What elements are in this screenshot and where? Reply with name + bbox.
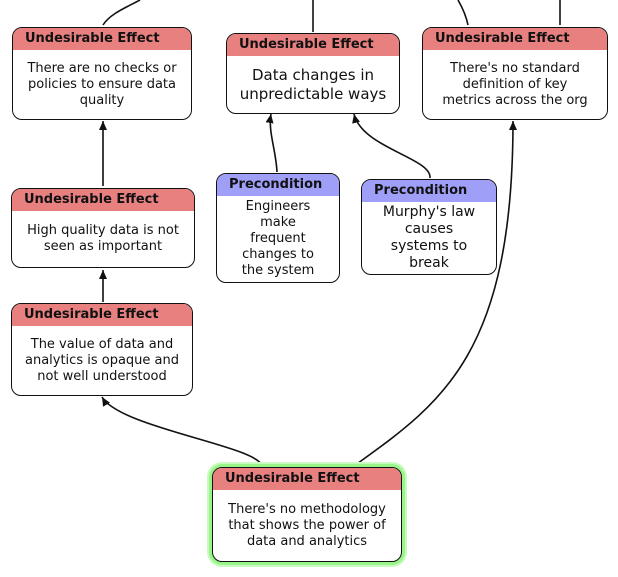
node-no-checks[interactable]: Undesirable Effect There are no checks o… — [12, 27, 192, 120]
node-text: There's no methodology that shows the po… — [228, 501, 386, 549]
node-type-label: Undesirable Effect — [227, 34, 399, 56]
node-type-label: Undesirable Effect — [213, 468, 401, 490]
node-text: Data changes in unpredictable ways — [239, 65, 387, 103]
node-engineers[interactable]: Precondition Engineers make frequent cha… — [216, 173, 340, 283]
edge-engineers-to-data-changes — [265, 113, 278, 173]
node-opaque-value[interactable]: Undesirable Effect The value of data and… — [11, 303, 193, 396]
node-text: There's no standard definition of key me… — [442, 60, 588, 108]
node-type-label: Precondition — [362, 180, 496, 202]
edge-methodology-to-opaque — [101, 396, 263, 467]
node-text: Engineers make frequent changes to the s… — [241, 199, 315, 278]
node-text: The value of data and analytics is opaqu… — [24, 336, 179, 384]
node-no-standard[interactable]: Undesirable Effect There's no standard d… — [422, 27, 608, 120]
node-data-changes[interactable]: Undesirable Effect Data changes in unpre… — [226, 33, 400, 114]
edge-murphy-to-data-changes — [352, 113, 431, 179]
node-type-label: Undesirable Effect — [13, 28, 191, 50]
edge-offscreen-to-no-standard-a — [457, 0, 469, 26]
node-quality-not-important[interactable]: Undesirable Effect High quality data is … — [11, 188, 195, 268]
node-text: There are no checks or policies to ensur… — [27, 60, 177, 108]
node-type-label: Undesirable Effect — [12, 304, 192, 326]
node-text: Murphy's law causes systems to break — [382, 204, 476, 271]
node-murphy[interactable]: Precondition Murphy's law causes systems… — [361, 179, 497, 275]
node-type-label: Precondition — [217, 174, 339, 196]
edge-methodology-to-no-standard — [353, 120, 517, 467]
node-text: High quality data is not seen as importa… — [27, 223, 179, 254]
edge-offscreen-to-no-checks — [102, 0, 141, 26]
node-type-label: Undesirable Effect — [12, 189, 194, 211]
node-no-methodology[interactable]: Undesirable Effect There's no methodolog… — [212, 467, 402, 562]
node-type-label: Undesirable Effect — [423, 28, 607, 50]
